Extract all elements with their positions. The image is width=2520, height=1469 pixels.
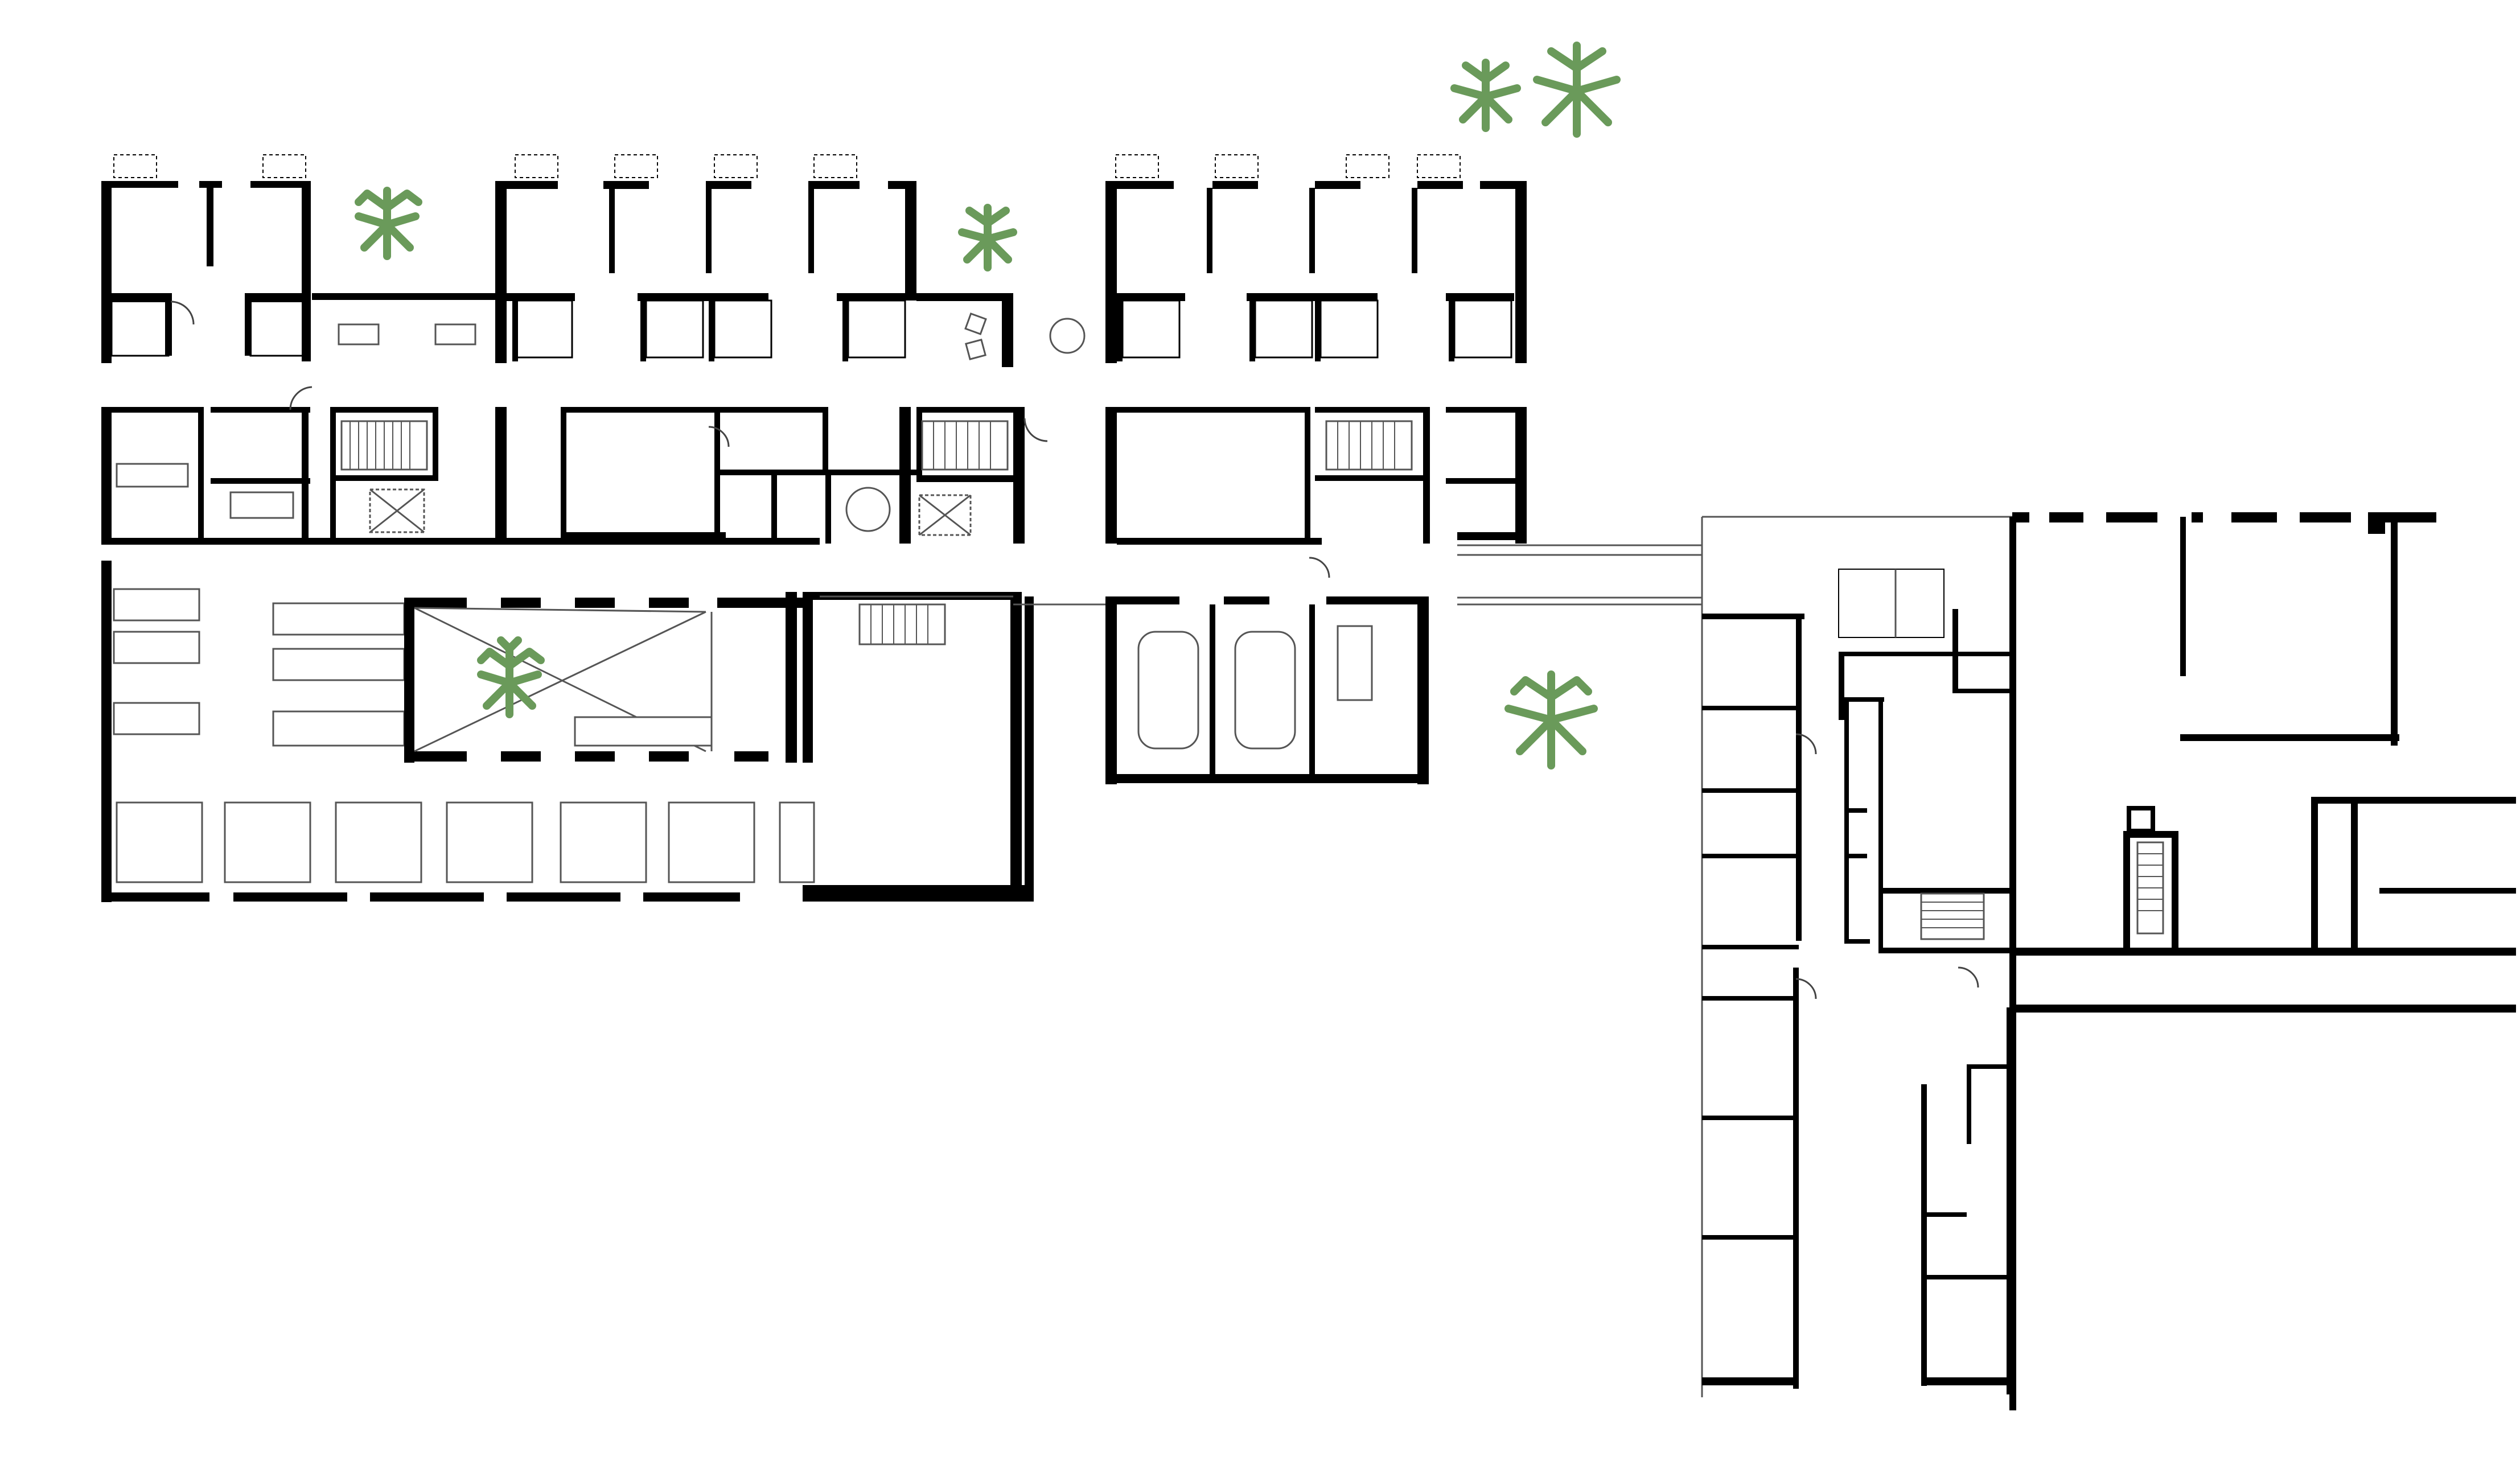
west-wing (101, 154, 311, 363)
tree-icon (1504, 670, 1598, 770)
stair-icon (921, 420, 1009, 471)
central-hall (803, 595, 1030, 899)
tree-icon (355, 187, 422, 260)
stair-icon (2136, 841, 2164, 935)
open-office (101, 561, 1034, 902)
tree-icon (1450, 59, 1521, 132)
stair-icon (1325, 420, 1413, 471)
courtyard (404, 592, 1022, 763)
bridge (1013, 544, 1702, 606)
meeting-rooms (1105, 596, 1429, 784)
stair-icon (340, 420, 428, 471)
west-service-block (101, 293, 511, 545)
tree-icon (958, 204, 1017, 271)
tree-icon (1533, 42, 1621, 138)
east-wing (1105, 154, 1527, 545)
stair-icon (1920, 892, 1985, 940)
door-swing-icon (170, 301, 1979, 999)
existing-building (1701, 512, 2516, 1410)
stair-icon (858, 603, 946, 645)
central-wing (495, 154, 1025, 545)
tree-icon (477, 636, 545, 718)
lounge (916, 293, 1086, 367)
